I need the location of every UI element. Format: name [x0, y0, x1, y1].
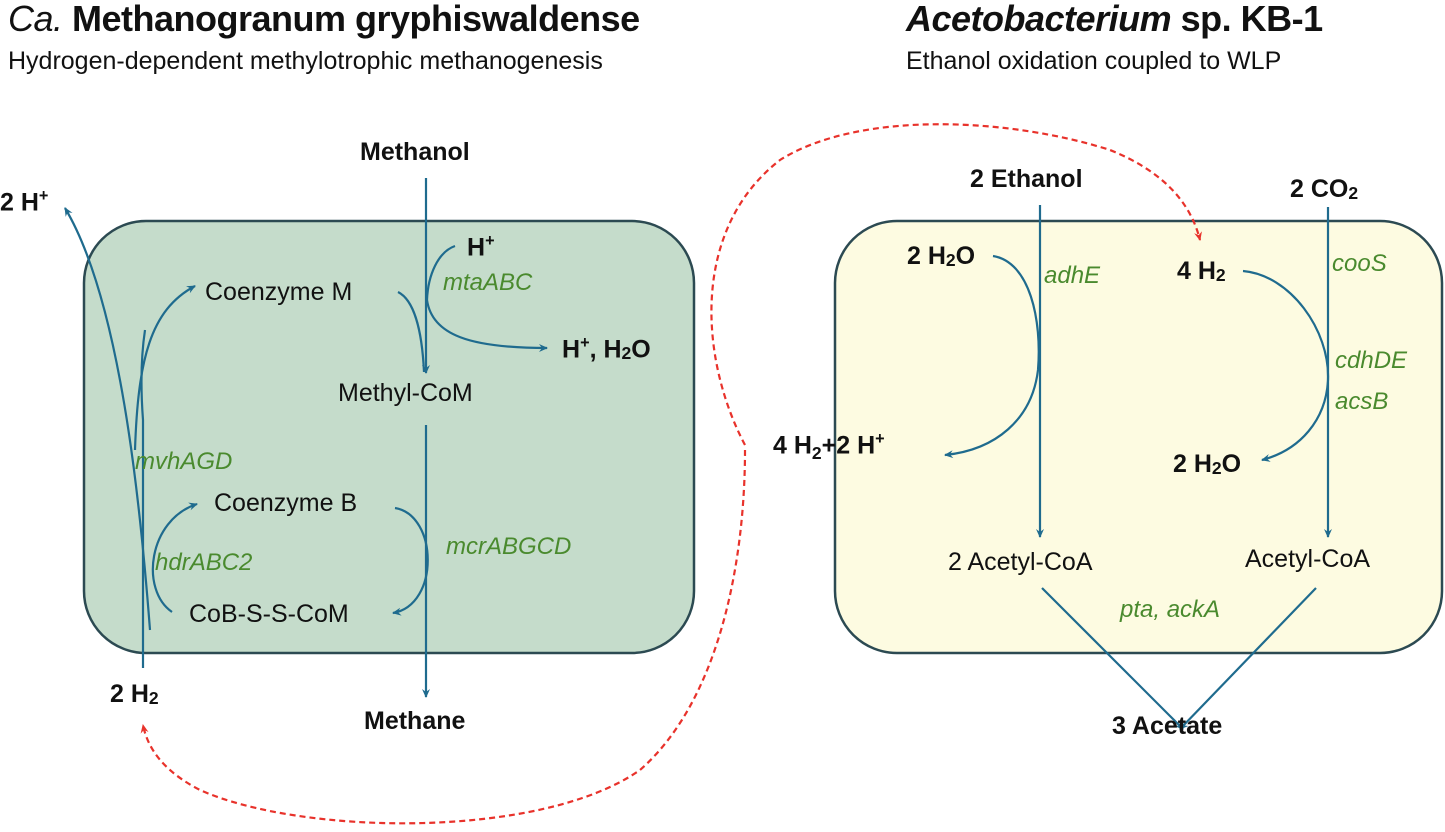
arrow-2acetylcoa-to-acetate: [1041, 587, 1184, 730]
label-text: 2 H: [0, 188, 39, 217]
gene-mcrabgcd: mcrABGCD: [446, 533, 572, 560]
right-panel-title: Acetobacterium sp. KB-1: [906, 0, 1323, 40]
title-rest: sp. KB-1: [1171, 0, 1324, 39]
label-coenzyme-m: Coenzyme M: [205, 278, 353, 306]
label-2-acetyl-coa: 2 Acetyl-CoA: [948, 548, 1093, 576]
arrow-to-2h-plus: [64, 207, 152, 631]
arrow-coenzyme-m-in: [397, 291, 426, 373]
acetogen-cell-box: [833, 219, 1444, 655]
h2-transfer-arrow-to-acetogen: [710, 123, 1202, 446]
label-cob-s-s-com: CoB-S-S-CoM: [189, 600, 349, 628]
label-2co2: 2 CO2: [1290, 175, 1359, 203]
title-italic: Ca.: [8, 0, 63, 39]
label-coenzyme-b: Coenzyme B: [214, 489, 358, 517]
label-h-plus-h2o: H+, H2O: [562, 334, 651, 364]
arrow-to-h-plus-h2o: [425, 299, 548, 352]
h2-transfer-arrow-to-methanogen: [140, 449, 747, 825]
label-2h2: 2 H2: [110, 680, 159, 708]
arrow-h2-to-h2o: [1242, 269, 1330, 462]
label-3-acetate: 3 Acetate: [1112, 712, 1223, 740]
label-h-plus: H+: [467, 232, 495, 262]
title-italic: Acetobacterium: [906, 0, 1172, 39]
label-text: 2 H: [110, 680, 149, 708]
gene-pta-acka: pta, ackA: [1120, 596, 1221, 623]
label-text: O: [631, 335, 651, 364]
label-acetyl-coa: Acetyl-CoA: [1245, 545, 1371, 573]
arrow-acetylcoa-to-acetate: [1179, 587, 1317, 730]
gene-acsb: acsB: [1335, 388, 1389, 415]
left-panel-title: Ca. Methanogranum gryphiswaldense: [8, 0, 640, 40]
gene-cdhde: cdhDE: [1335, 347, 1408, 374]
arrow-cobsscom-to-coenzyme-b: [151, 502, 198, 613]
title-rest: Methanogranum gryphiswaldense: [62, 0, 640, 39]
label-text: 4 H: [1177, 257, 1216, 285]
arrow-to-coenzyme-m: [133, 285, 196, 451]
label-methane: Methane: [364, 707, 466, 735]
arrow-h2o-to-h2-h-plus: [944, 254, 1040, 459]
label-text: 4 H: [773, 431, 812, 460]
label-2-ethanol: 2 Ethanol: [970, 165, 1083, 193]
gene-hdrabc2: hdrABC2: [155, 549, 253, 576]
right-panel-subtitle: Ethanol oxidation coupled to WLP: [906, 47, 1282, 75]
label-text: , H: [589, 335, 622, 364]
gene-adhe: adhE: [1044, 262, 1101, 289]
label-2h2o-out: 2 H2O: [1173, 450, 1242, 478]
arrow-h-plus-in: [425, 244, 456, 301]
label-text: H: [562, 335, 581, 364]
label-text: H: [467, 233, 486, 262]
label-methyl-com: Methyl-CoM: [338, 379, 473, 407]
label-2h-plus: 2 H+: [0, 187, 49, 217]
gene-coos: cooS: [1332, 250, 1387, 277]
left-panel-subtitle: Hydrogen-dependent methylotrophic methan…: [8, 47, 603, 75]
label-4h2-2h-plus: 4 H2+2 H+: [773, 430, 885, 463]
label-4h2: 4 H2: [1177, 257, 1226, 285]
methanogen-cell-box: [82, 219, 696, 655]
label-text: 2 CO: [1290, 175, 1349, 203]
gene-mtaabc: mtaABC: [443, 269, 533, 296]
label-methanol: Methanol: [360, 138, 470, 166]
label-text: 2 H: [1173, 450, 1212, 478]
label-2h2o-in: 2 H2O: [907, 242, 976, 270]
arrow-coenzyme-b-to-cobsscom: [392, 506, 429, 616]
gene-mvhagd: mvhAGD: [135, 448, 233, 475]
label-text: +2 H: [821, 431, 876, 460]
label-text: 2 H: [907, 242, 946, 270]
